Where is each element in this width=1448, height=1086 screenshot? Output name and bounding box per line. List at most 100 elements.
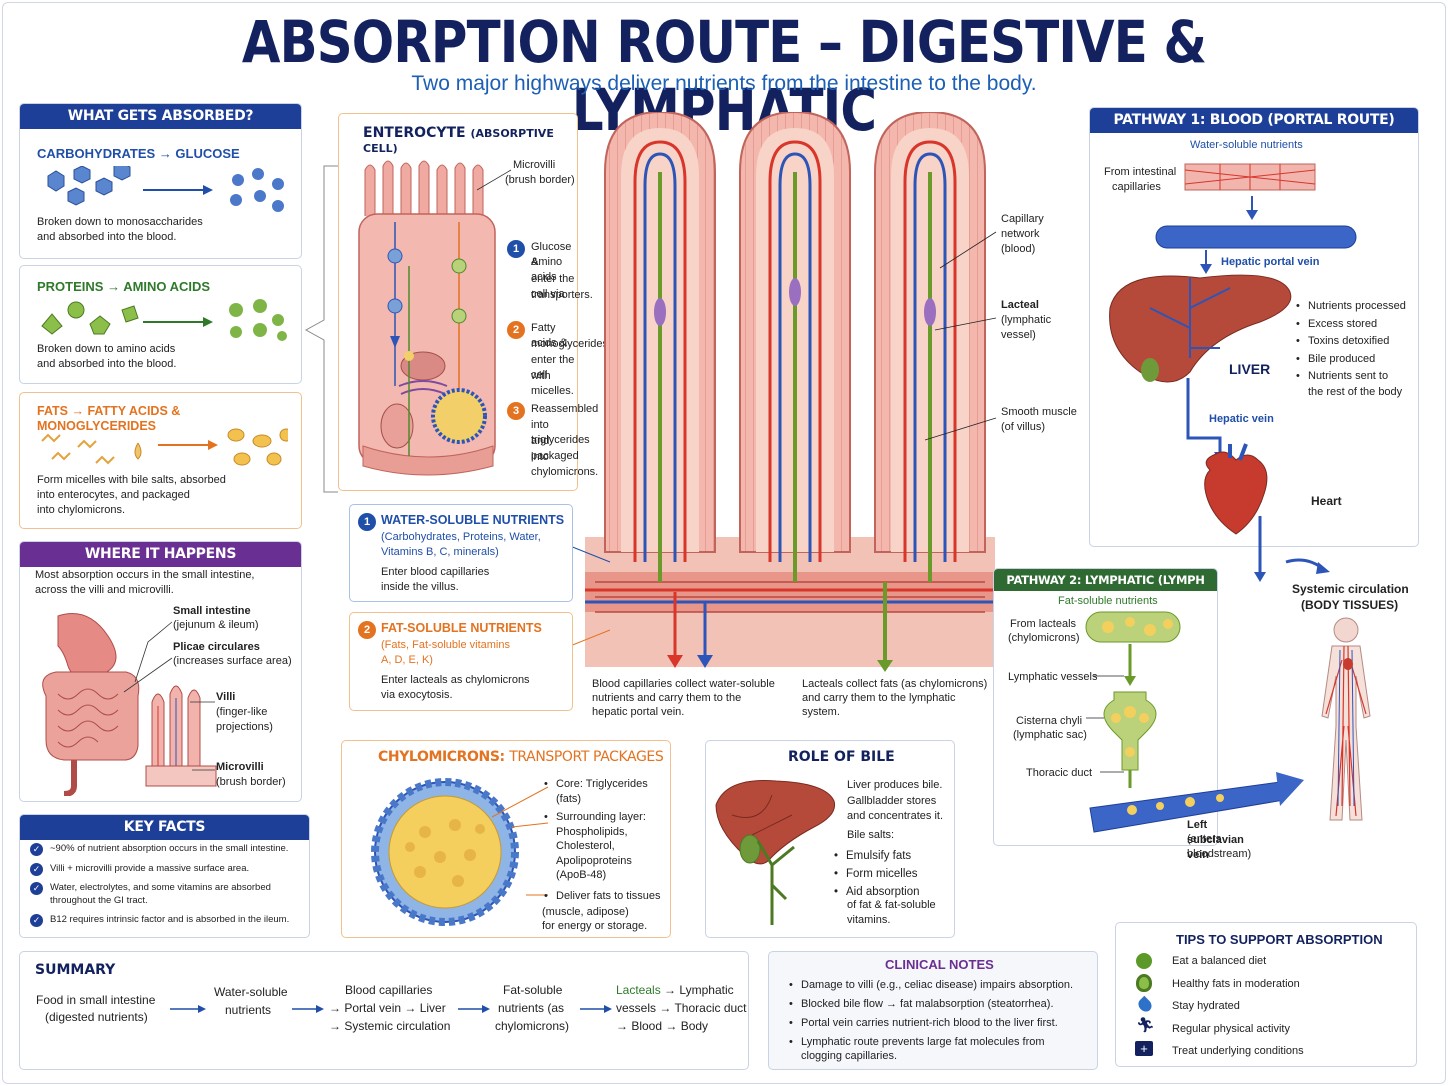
p2-header: PATHWAY 2: LYMPHATIC (LYMPH ROUTE) [994,569,1217,609]
pathway-2-illustration [1085,611,1304,833]
summary-ws-2: nutrients [225,1003,272,1017]
where-intro-2: across the villi and microvilli. [35,584,174,596]
summary-panel: SUMMARY Food in small intestine (digeste… [19,951,749,1070]
fact-item: ✓ Villi + microvilli provide a massive su… [30,862,305,876]
fatty-acid-molecules-icon [41,428,288,466]
summary-lac-line: Lacteals → Lymphatic [616,983,734,998]
water-badge: 1 [358,513,376,531]
s1-title-2: Amino acids [531,256,563,283]
lacteal-sub-2: vessel) [1001,329,1036,341]
p1-item: Nutrients processed [1296,298,1406,316]
p2-lsv-sub: (enters bloodstream) [1187,833,1252,860]
si-sub: (jejunum & ileum) [173,619,259,631]
fats-panel: FATS → FATTY ACIDS & MONOGLYCERIDES Form… [19,392,302,529]
fact-item: ✓~90% of nutrient absorption occurs in t… [30,843,305,856]
page-subtitle: Two major highways deliver nutrients fro… [411,72,1037,95]
p2-vessels: Lymphatic vessels [1008,671,1098,683]
chylo-deliver: Deliver fats to tissues [544,889,661,904]
s1-text-2: transporters. [531,289,593,301]
p1-item: Nutrients sent to [1296,368,1406,386]
absorbed-panel: WHAT GETS ABSORBED? CARBOHYDRATES → GLUC… [19,103,302,259]
fact-text: Villi + microvilli provide a massive sur… [50,862,250,874]
step-1-badge: 1 [507,240,525,258]
fat-title: FATS → FATTY ACIDS & MONOGLYCERIDES [37,404,181,433]
check-icon: ✓ [30,862,43,876]
chylomicron-illustration [371,778,519,926]
check-icon: ✓ [30,914,43,927]
lacteal-sub-1: (lymphatic [1001,314,1052,326]
proteins-panel: PROTEINS → AMINO ACIDS Broken down to am… [19,265,302,384]
fact-text: ~90% of nutrient absorption occurs in th… [50,843,289,854]
bile-title: ROLE OF BILE [788,749,895,765]
summary-fs-3: chylomicrons) [495,1019,570,1033]
fat-soluble-text-1: Enter lacteals as chylomicrons [381,674,530,686]
smooth-label-1: Smooth muscle [1001,406,1077,418]
where-header: WHERE IT HAPPENS [20,542,301,567]
fat-text-2: into enterocytes, and packaged [37,489,190,501]
fat-soluble-panel: 2 FAT-SOLUBLE NUTRIENTS (Fats, Fat-solub… [349,612,573,711]
summary-fs-2: nutrients (as [498,1001,565,1015]
p2-cist-2: (lymphatic sac) [1013,729,1087,741]
s1-text-1: enter the cell via [531,273,575,300]
systemic-title: Systemic circulation [1292,582,1409,596]
water-text-1: Enter blood capillaries [381,566,490,578]
clinical-item: Damage to villi (e.g., celiac disease) i… [789,978,1073,992]
summary-food-2: (digested nutrients) [45,1010,148,1024]
clinical-item: Lymphatic route prevents large fat molec… [789,1035,1073,1063]
summary-route1-3: → Systemic circulation [329,1019,451,1033]
absorbed-header: WHAT GETS ABSORBED? [20,104,301,129]
clinical-text: Lymphatic route prevents large fat molec… [801,1036,1045,1048]
fact-text: Water, electrolytes, and some vitamins a… [50,882,271,893]
summary-ws-1: Water-soluble [214,985,288,999]
clinical-text: Portal vein carries nutrient-rich blood … [801,1017,1058,1029]
facts-header: KEY FACTS [20,815,309,840]
where-intro-1: Most absorption occurs in the small inte… [35,569,255,581]
tips-panel: TIPS TO SUPPORT ABSORPTION 🏃︎ + Eat a ba… [1115,922,1417,1067]
mv-label: Microvilli [513,159,556,171]
fact-item: ✓B12 requires intrinsic factor and is ab… [30,914,305,927]
summary-lac1b: → Lymphatic [664,983,734,997]
systemic-arrow [1254,540,1330,582]
s2-text-2: with micelles. [531,370,574,397]
pathway-1-illustration [1109,163,1357,548]
tip-item: Treat underlying conditions [1172,1045,1304,1057]
bile-panel: ROLE OF BILE Liver produces bile. Gallbl… [705,740,955,938]
prot-text-1: Broken down to amino acids [37,343,176,355]
fat-sub-2: A, D, E, K) [381,654,433,666]
p1-header: PATHWAY 1: BLOOD (PORTAL ROUTE) [1090,108,1418,133]
check-icon: ✓ [30,882,43,895]
bile-item: Aid absorption [834,883,920,901]
p1-list: Nutrients processedExcess storedToxins d… [1296,298,1406,386]
bile-text-2: Gallbladder stores [847,795,937,807]
carb-title: CARBOHYDRATES → GLUCOSE [37,146,240,161]
bile-item: Emulsify fats [834,847,920,865]
villi-detail-icon [145,685,217,787]
p1-portal: Hepatic portal vein [1221,256,1320,268]
p1-last-2: the rest of the body [1308,386,1403,398]
enterocyte-title: ENTEROCYTE (ABSORPTIVE CELL) [363,126,577,156]
water-sub-1: (Carbohydrates, Proteins, Water, [381,531,541,543]
chylo-layer: Surrounding layer:Phospholipids,Choleste… [544,810,661,883]
s3-text-1: Reassembled [531,403,599,415]
enterocyte-panel: ENTEROCYTE (ABSORPTIVE CELL) Microvilli … [338,113,608,491]
villi-sub-1: (finger-like [216,706,268,718]
chylo-core: Core: Triglycerides(fats) [544,777,661,806]
fat-badge: 2 [358,621,376,639]
summary-route1-2: → Portal vein → Liver [329,1001,446,1015]
water-title: WATER-SOLUBLE NUTRIENTS [381,513,565,527]
clinical-panel: CLINICAL NOTES Damage to villi (e.g., ce… [768,951,1098,1070]
p1-heart: Heart [1311,494,1342,508]
clinical-text: Damage to villi (e.g., celiac disease) i… [801,979,1074,991]
p2-from-2: (chylomicrons) [1008,632,1080,644]
bile-extra-2: vitamins. [847,914,891,926]
p1-from-1: From intestinal [1104,166,1177,178]
p2-sub: Fat-soluble nutrients [1058,595,1158,607]
bile-extra-1: of fat & fat-soluble [847,899,936,911]
fact-text: throughout the GI tract. [50,894,148,906]
bile-text-3: and concentrates it. [847,810,944,822]
step-2-badge: 2 [507,321,525,339]
tip-icon-avocado [1136,974,1152,992]
chylomicron-panel: CHYLOMICRONS: TRANSPORT PACKAGES Core: T… [341,740,671,938]
